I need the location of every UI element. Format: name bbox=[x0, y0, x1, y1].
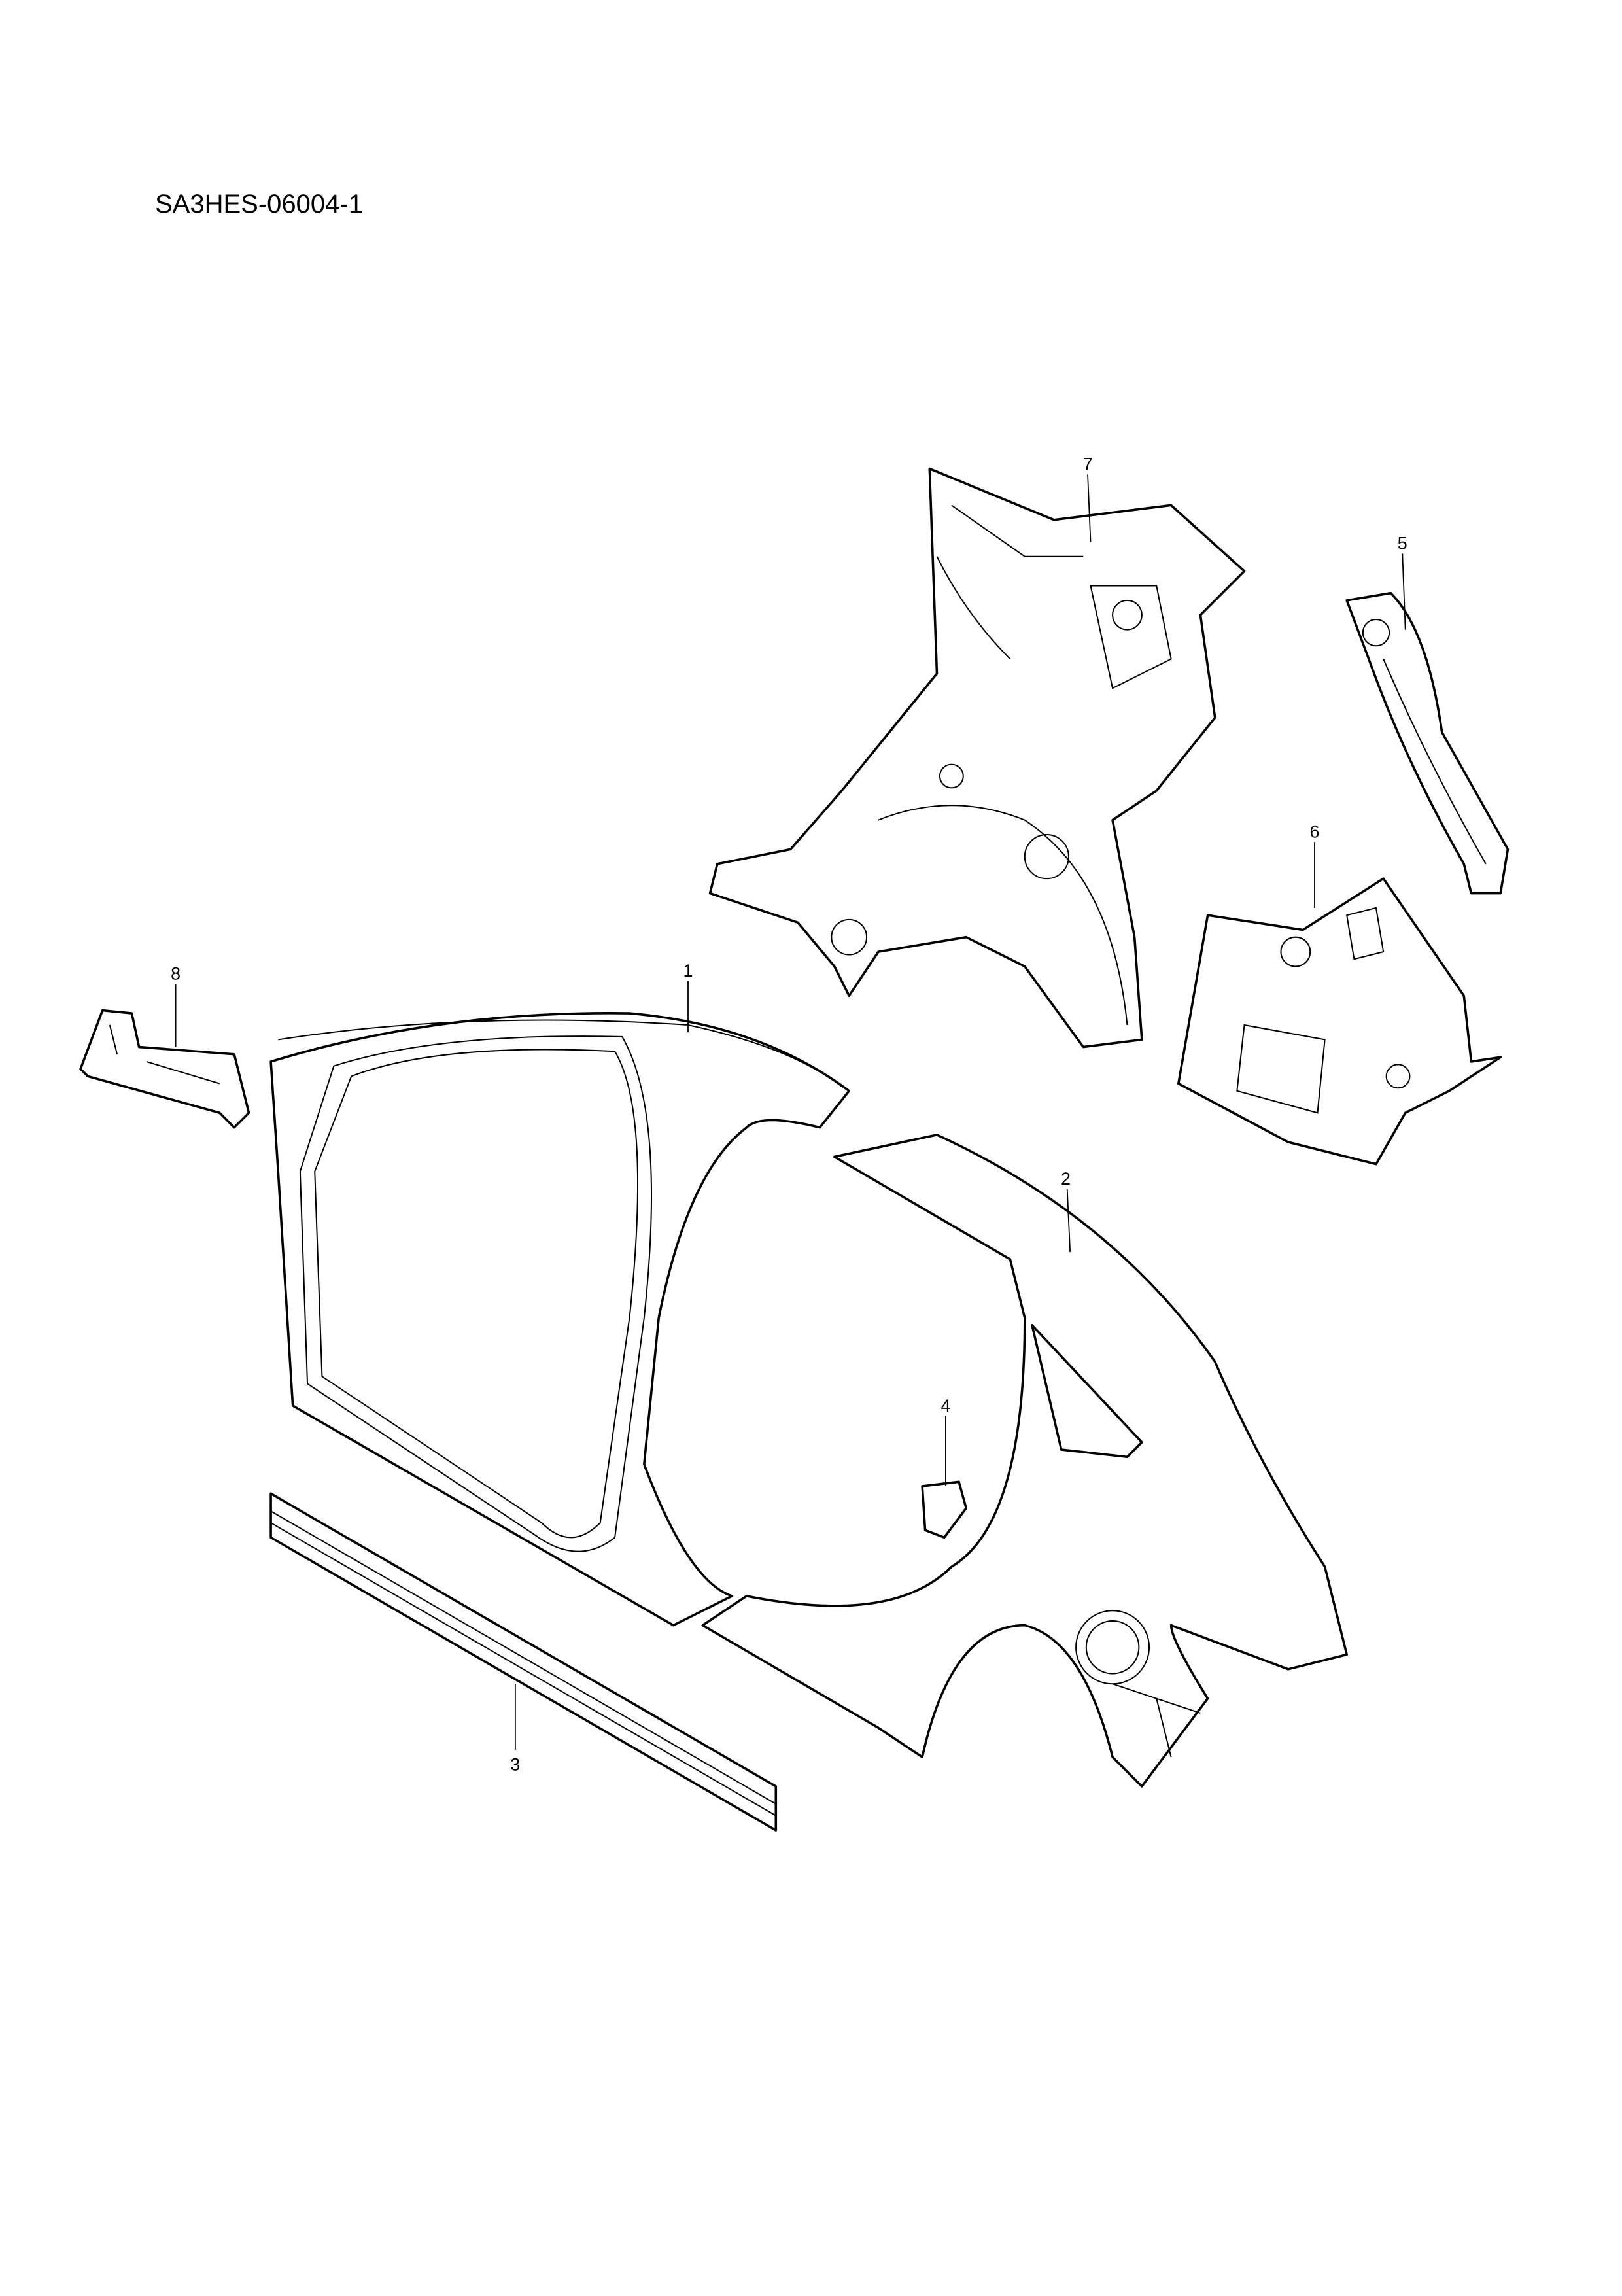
callout-number: 7 bbox=[1083, 455, 1093, 474]
part-6-rear-panel-inner[interactable] bbox=[1177, 877, 1502, 1166]
callout-number: 8 bbox=[171, 964, 181, 984]
callout-2: 2 bbox=[1061, 1169, 1071, 1252]
callout-number: 3 bbox=[510, 1754, 520, 1774]
callout-1: 1 bbox=[683, 961, 693, 1033]
callout-number: 6 bbox=[1309, 822, 1319, 841]
part-7-inner-quarter-panel[interactable] bbox=[708, 467, 1246, 1049]
callout-number: 4 bbox=[940, 1396, 950, 1416]
callout-number: 2 bbox=[1061, 1169, 1071, 1189]
callout-7: 7 bbox=[1083, 455, 1093, 542]
part-8-front-pillar-bracket[interactable] bbox=[79, 1009, 250, 1129]
callout-5: 5 bbox=[1398, 534, 1407, 630]
callout-3: 3 bbox=[510, 1684, 520, 1774]
callout-number: 1 bbox=[683, 961, 693, 981]
callout-4: 4 bbox=[940, 1396, 950, 1487]
part-4-small-bracket[interactable] bbox=[921, 1480, 968, 1539]
part-2-quarter-panel-outer[interactable] bbox=[701, 1134, 1348, 1788]
callout-number: 5 bbox=[1398, 534, 1407, 553]
callout-8: 8 bbox=[171, 964, 181, 1047]
part-3-rocker-sill[interactable] bbox=[269, 1492, 778, 1832]
diagram-code: SA3HES-06004-1 bbox=[155, 190, 363, 218]
callout-6: 6 bbox=[1309, 822, 1319, 908]
part-5-pillar-reinforcement[interactable] bbox=[1345, 591, 1510, 895]
part-1-side-body-outer-front[interactable] bbox=[269, 1012, 850, 1627]
